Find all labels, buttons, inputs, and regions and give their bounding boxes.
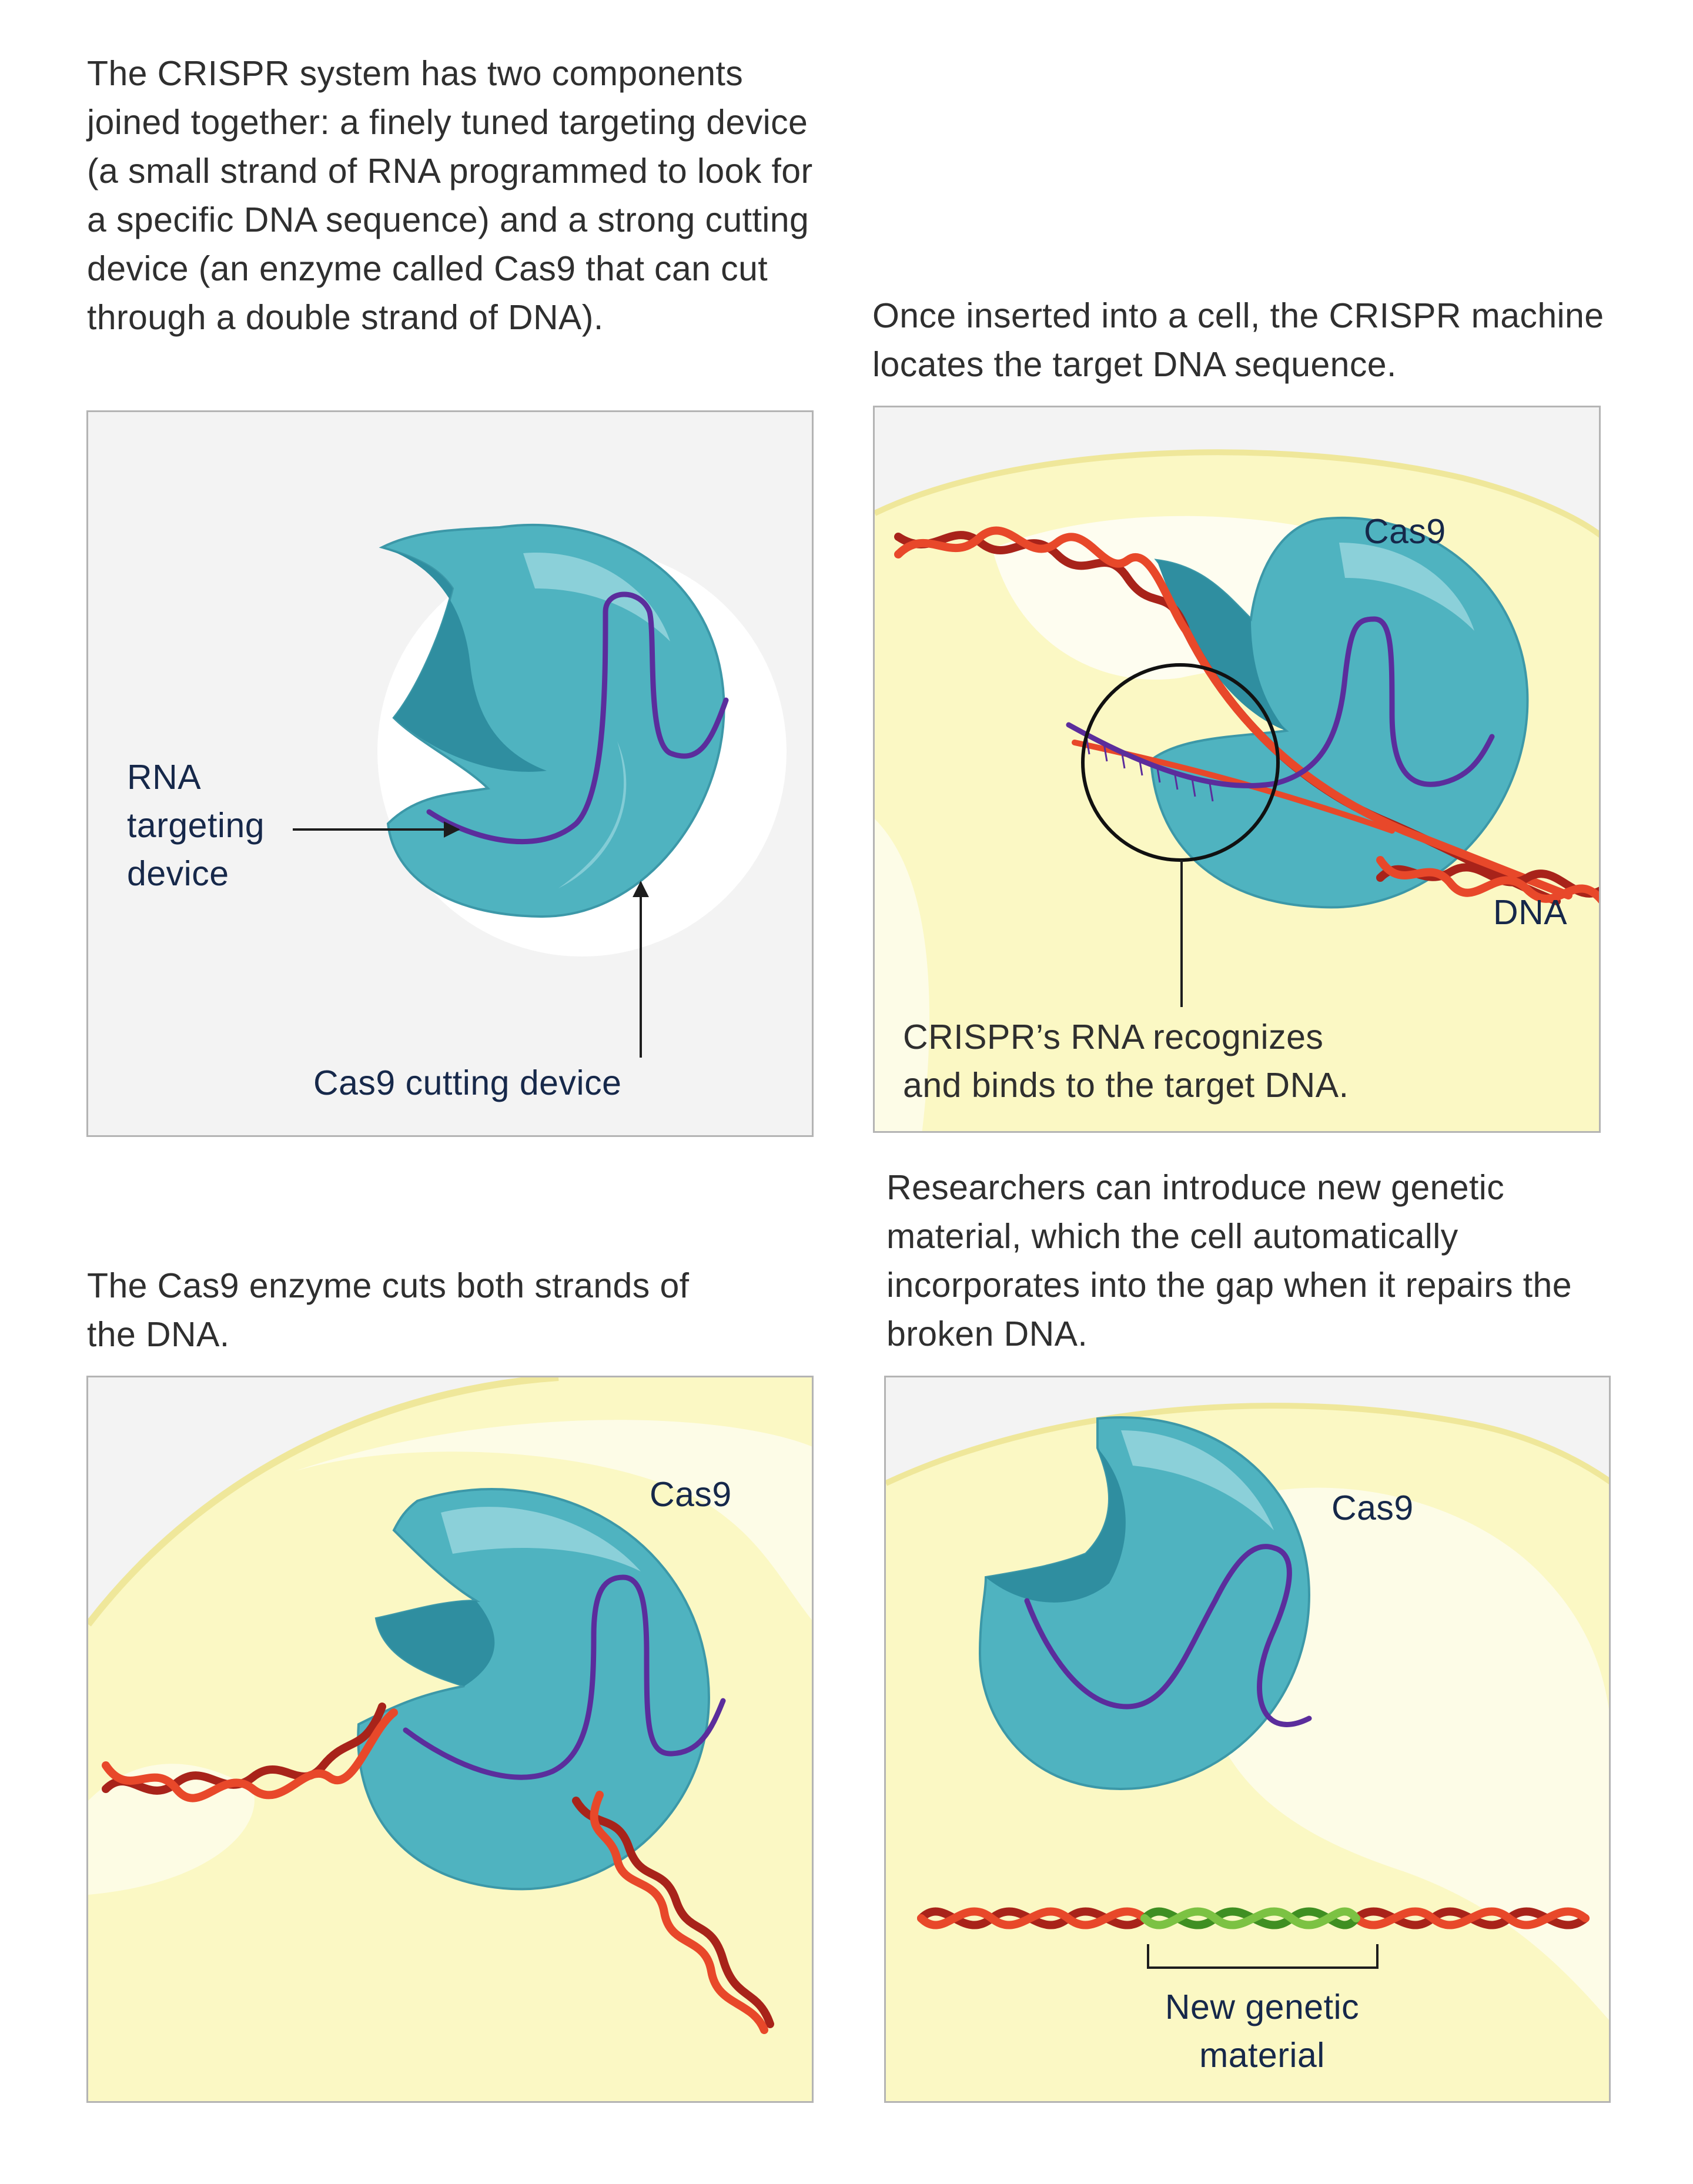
cas9-enzyme <box>379 524 725 918</box>
label-cas9: Cas9 <box>650 1475 732 1514</box>
label-binding-callout: CRISPR’s RNA recognizes and binds to the… <box>903 1018 1349 1105</box>
panel-locates-illustration <box>875 449 1599 1131</box>
panel-locates-target: Cas9 DNA CRISPR’s RNA recognizes and bin… <box>873 406 1601 1133</box>
dna-repaired-helix <box>917 1907 1590 1929</box>
caption-locates: Once inserted into a cell, the CRISPR ma… <box>872 296 1604 384</box>
label-dna: DNA <box>1493 893 1568 932</box>
rna-strand <box>1066 616 1495 788</box>
base-pair-ticks <box>1085 736 1214 802</box>
dna-new-genetic-material <box>1140 1907 1360 1929</box>
cas9-enzyme <box>978 1416 1311 1791</box>
rna-strand <box>1024 1544 1312 1727</box>
new-material-bracket <box>1147 1944 1379 1969</box>
panel-repairs-dna: Cas9 New genetic material <box>884 1376 1611 2103</box>
dna-cut-fragment-left <box>102 1703 398 1802</box>
label-cas9: Cas9 <box>1331 1489 1414 1527</box>
dna-double-helix <box>894 526 1599 905</box>
caption-cuts: The Cas9 enzyme cuts both strands of the… <box>87 1266 690 1354</box>
panel-cuts-dna: Cas9 <box>86 1376 814 2103</box>
label-rna-targeting-device: RNA targeting device <box>127 758 265 893</box>
panel-components: RNA targeting device Cas9 cutting device <box>86 410 814 1137</box>
cas9-enzyme <box>357 1488 710 1891</box>
panel-repairs-illustration <box>886 1403 1609 2101</box>
panel-components-illustration <box>293 524 787 1058</box>
dna-cut-fragment-right <box>572 1791 774 2034</box>
panel-cuts-illustration <box>88 1377 812 2101</box>
label-cas9: Cas9 <box>1364 512 1446 551</box>
caption-repairs: Researchers can introduce new genetic ma… <box>886 1168 1572 1353</box>
rna-strand <box>403 1574 726 1780</box>
rna-strand <box>426 591 729 845</box>
label-new-genetic-material: New genetic material <box>1165 1988 1360 2075</box>
label-cas9-cutting-device: Cas9 cutting device <box>313 1063 622 1102</box>
caption-components: The CRISPR system has two components joi… <box>87 54 813 337</box>
